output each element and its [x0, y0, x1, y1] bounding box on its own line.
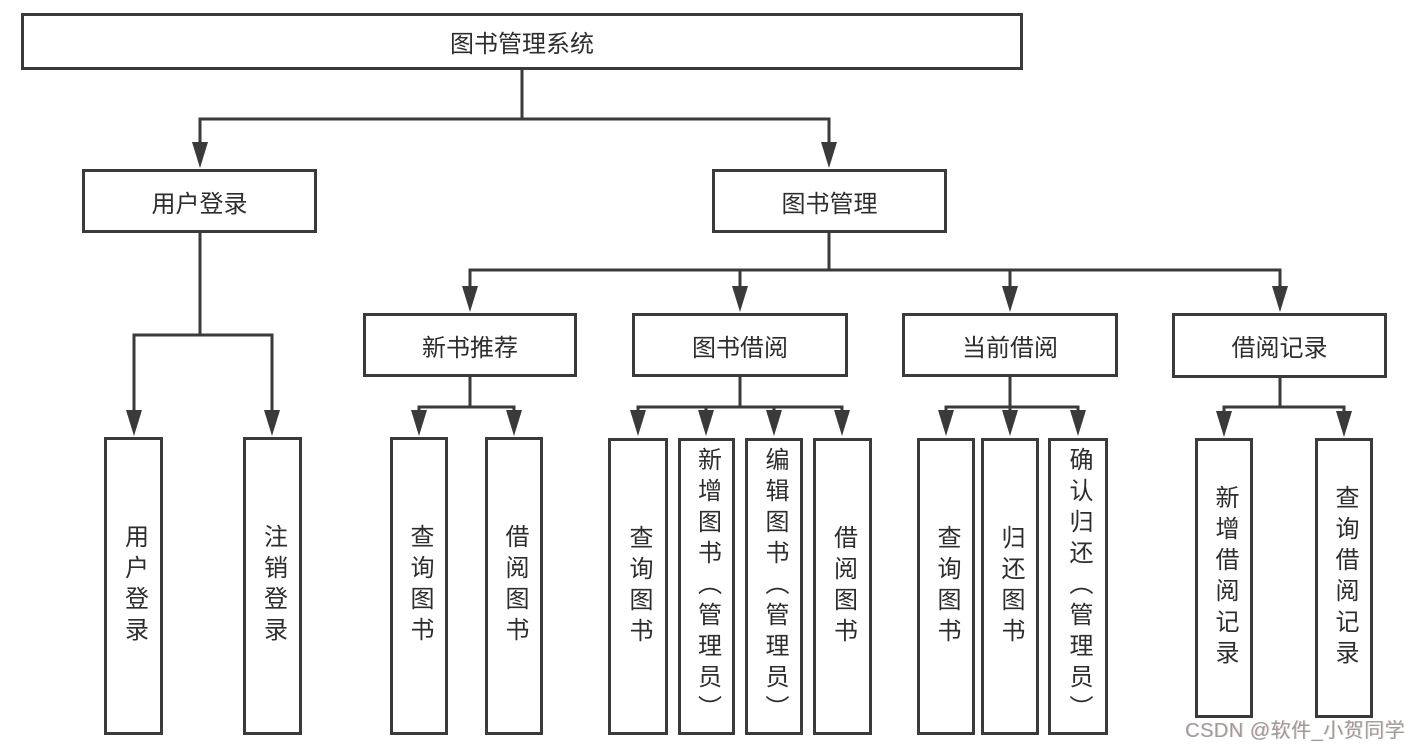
- arrowhead-icons: [126, 142, 1352, 437]
- node-leaf-br-add-record: 新增借阅记录: [1195, 438, 1253, 718]
- node-leaf-cb-confirm-return-admin: 确认归还（管理员）: [1048, 438, 1108, 735]
- node-leaf-bb-add-book-admin: 新增图书（管理员）: [678, 438, 735, 735]
- leaf-label: 注销登录: [259, 524, 287, 648]
- node-book-management: 图书管理: [712, 169, 947, 233]
- leaf-label: 查询图书: [625, 524, 652, 649]
- leaf-label: 新增图书（管理员）: [693, 447, 721, 726]
- node-root: 图书管理系统: [21, 13, 1023, 70]
- node-leaf-rec-borrow-book: 借阅图书: [485, 437, 543, 735]
- leaf-label: 借阅图书: [501, 524, 528, 648]
- leaf-label: 编辑图书（管理员）: [761, 447, 788, 726]
- node-leaf-bb-edit-book-admin: 编辑图书（管理员）: [745, 438, 803, 735]
- node-leaf-bb-query-book: 查询图书: [608, 438, 668, 735]
- leaf-label: 用户登录: [120, 524, 148, 648]
- node-borrow-record: 借阅记录: [1172, 313, 1387, 378]
- node-leaf-user-login: 用户登录: [104, 437, 163, 735]
- node-leaf-bb-borrow-book: 借阅图书: [813, 438, 872, 735]
- leaf-label: 确认归还（管理员）: [1065, 447, 1092, 726]
- leaf-label: 借阅图书: [829, 524, 857, 649]
- leaf-label: 归还图书: [997, 524, 1024, 649]
- csdn-watermark: CSDN @软件_小贺同学: [1185, 720, 1405, 742]
- node-book-borrow: 图书借阅: [632, 313, 848, 377]
- node-leaf-cb-return-book: 归还图书: [981, 438, 1039, 735]
- node-user-login: 用户登录: [82, 169, 317, 233]
- node-current-borrow: 当前借阅: [902, 313, 1118, 377]
- leaf-label: 新增借阅记录: [1211, 485, 1238, 671]
- node-leaf-rec-query-book: 查询图书: [390, 437, 448, 735]
- leaf-label: 查询图书: [406, 524, 433, 648]
- leaf-label: 查询图书: [933, 524, 960, 649]
- node-leaf-logout: 注销登录: [243, 437, 302, 735]
- node-new-book-recommend: 新书推荐: [363, 313, 577, 377]
- node-leaf-br-query-record: 查询借阅记录: [1315, 438, 1373, 718]
- node-leaf-cb-query-book: 查询图书: [917, 438, 975, 735]
- leaf-label: 查询借阅记录: [1331, 485, 1358, 671]
